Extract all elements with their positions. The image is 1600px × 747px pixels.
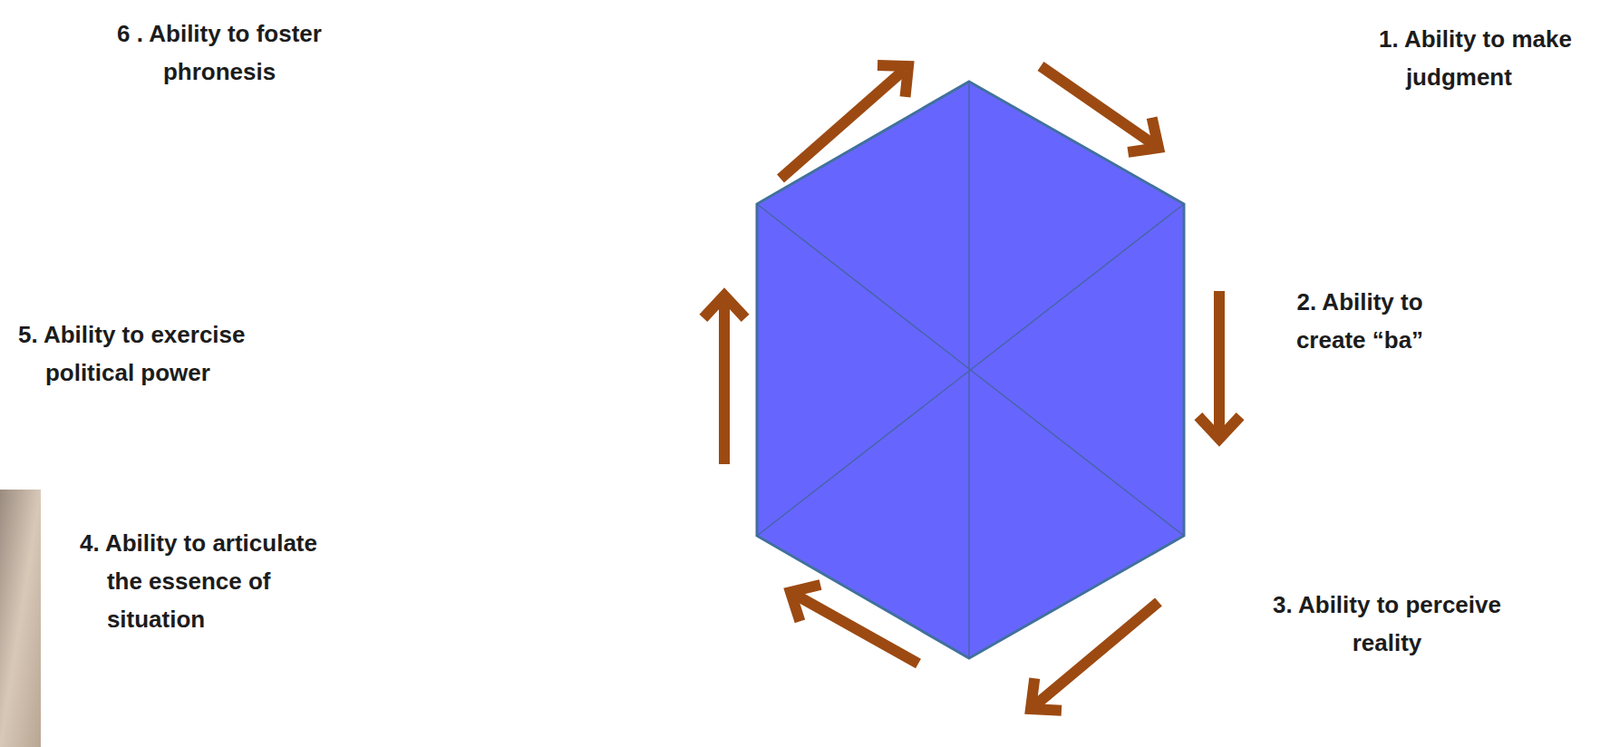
ability-label: 6 . Ability to foster phronesis	[101, 14, 338, 91]
diagonal-line	[756, 203, 1184, 536]
arrow-head	[703, 295, 746, 319]
arrow-head	[877, 65, 909, 97]
hexagon-diagonals	[756, 81, 1184, 659]
arrow-shaft	[718, 300, 730, 465]
ability-label: 5. Ability to exercise political power	[18, 315, 250, 392]
ability-label: 1. Ability to make judgment	[1378, 19, 1590, 97]
ability-label: 4. Ability to articulate the essence of …	[79, 523, 325, 639]
arrow-shaft	[1213, 290, 1225, 434]
ability-label: 2. Ability to create “ba”	[1273, 282, 1446, 359]
arrow-shaft	[795, 594, 919, 664]
arrow-head	[1198, 416, 1241, 439]
arrow-head	[790, 584, 821, 621]
hexagon	[756, 81, 1184, 659]
arrow-shaft	[1040, 66, 1154, 146]
ability-label: 3. Ability to perceive reality	[1264, 585, 1510, 662]
cycle-arrows	[703, 65, 1241, 711]
arrow-head	[1127, 117, 1159, 153]
photo-fragment	[0, 489, 41, 747]
arrow-head	[1030, 678, 1062, 710]
arrow-shaft	[780, 69, 904, 179]
arrow-shaft	[1035, 601, 1159, 706]
diagonal-line	[756, 203, 1184, 536]
